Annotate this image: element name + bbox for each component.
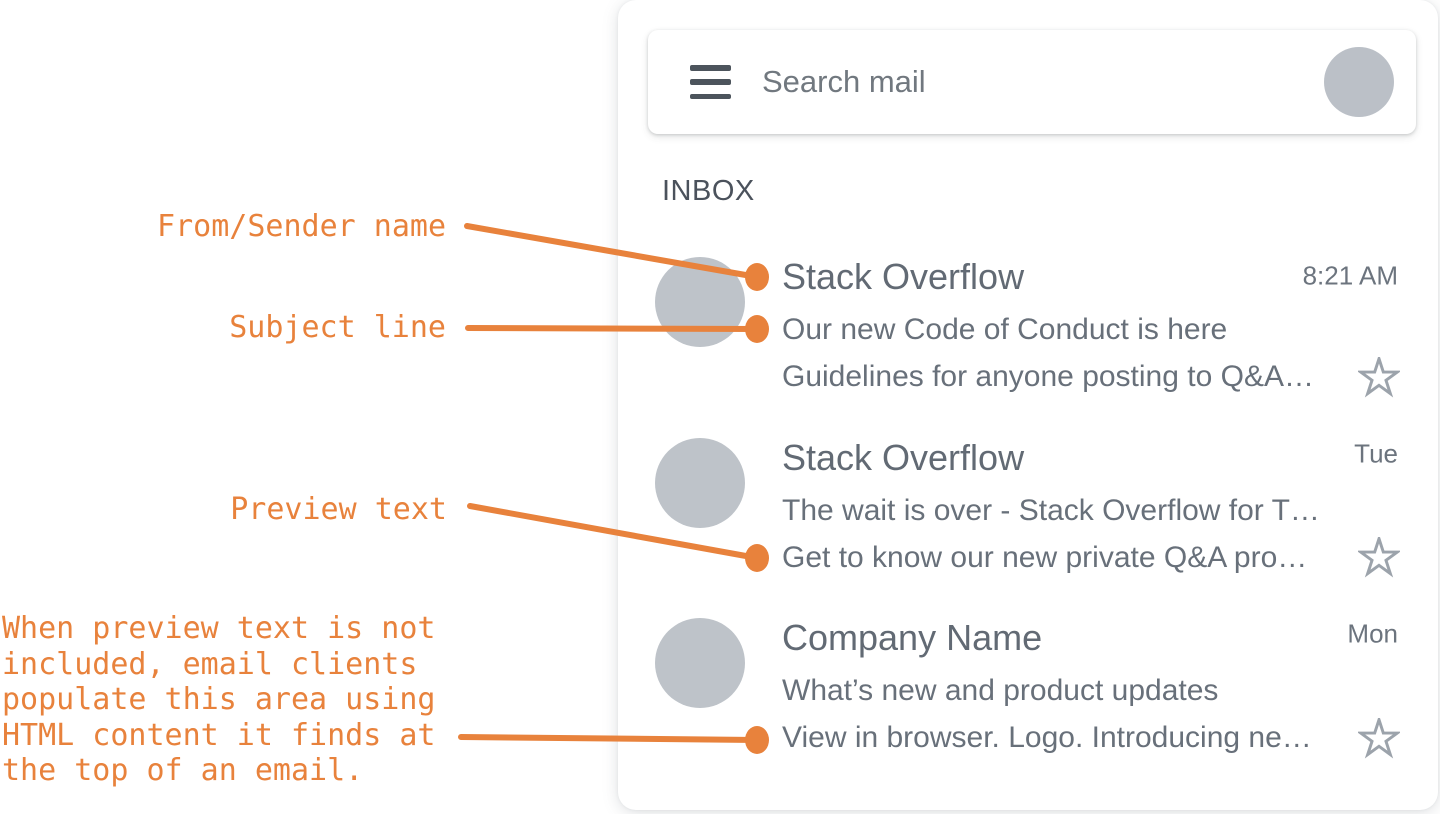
search-bar[interactable]: Search mail	[648, 30, 1416, 134]
email-subject[interactable]: Our new Code of Conduct is here	[782, 313, 1228, 346]
sender-avatar	[655, 438, 745, 528]
email-subject[interactable]: What’s new and product updates	[782, 674, 1219, 707]
email-subject[interactable]: The wait is over - Stack Overflow for T…	[782, 494, 1320, 527]
email-preview[interactable]: Get to know our new private Q&A pro…	[782, 541, 1308, 574]
profile-avatar[interactable]	[1324, 47, 1394, 117]
sender-avatar	[655, 618, 745, 708]
email-time: Tue	[1354, 438, 1398, 469]
email-preview[interactable]: Guidelines for anyone posting to Q&A…	[782, 360, 1314, 393]
sender-avatar	[655, 257, 745, 347]
annotation-preview-text-label: Preview text	[230, 492, 447, 527]
search-input[interactable]: Search mail	[762, 64, 926, 99]
email-client-card: Search mail INBOX Stack Overflow 8:21 AM…	[618, 0, 1438, 810]
annotation-preview-note: When preview text is not included, email…	[2, 611, 436, 788]
menu-icon[interactable]	[690, 65, 731, 99]
annotation-from-sender-label: From/Sender name	[157, 209, 446, 244]
email-sender[interactable]: Stack Overflow	[782, 437, 1025, 478]
star-icon[interactable]	[1358, 718, 1400, 760]
inbox-heading: INBOX	[662, 175, 755, 207]
email-sender[interactable]: Stack Overflow	[782, 256, 1025, 297]
email-sender[interactable]: Company Name	[782, 617, 1043, 658]
email-time: 8:21 AM	[1302, 260, 1398, 291]
annotation-subject-line-label: Subject line	[229, 310, 446, 345]
star-icon[interactable]	[1358, 537, 1400, 579]
star-icon[interactable]	[1358, 357, 1400, 399]
email-preview[interactable]: View in browser. Logo. Introducing ne…	[782, 721, 1312, 754]
email-time: Mon	[1347, 618, 1398, 649]
